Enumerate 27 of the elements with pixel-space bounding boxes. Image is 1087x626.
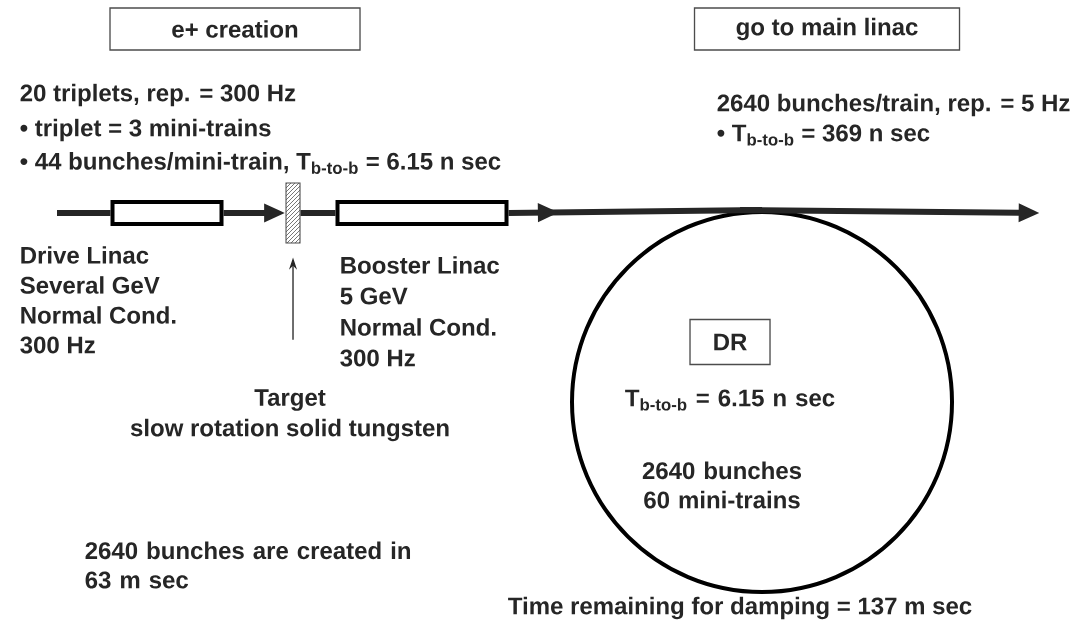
note-text: 2640 bunches are created in 63 m sec (85, 541, 410, 589)
title-box: e+ creation (109, 7, 361, 51)
beam-line (57, 210, 111, 216)
target-bar (285, 182, 301, 244)
title-box: go to main linac (693, 7, 961, 51)
node-caption: 300 Hz (20, 336, 95, 354)
note-text: • triplet = 3 mini-trains (20, 118, 271, 142)
beam-line (300, 210, 336, 216)
node-caption: Several GeV (20, 276, 160, 294)
node-caption: 300 Hz (340, 349, 415, 367)
node-caption: Normal Cond. (341, 318, 496, 336)
note-text: 20 triplets, rep. = 300 Hz (20, 83, 296, 107)
node-caption: Normal Cond. (21, 306, 176, 324)
title-box: DR (689, 318, 771, 366)
node-caption: Drive Linac (21, 246, 149, 264)
linac-box (335, 200, 509, 226)
ring-text: T$_{b-to-b}$ = 6.15 n sec (625, 389, 835, 411)
node-caption: Time remaining for damping = 137 m sec (508, 596, 972, 620)
node-caption: 5 GeV (340, 287, 408, 305)
ring-text: 2640 bunches 60 mini-trains (642, 461, 802, 509)
target-label: Target (254, 389, 326, 411)
note-text: • T$_{b-to-b}$ = 369 n sec (717, 124, 930, 146)
node-caption: Booster Linac (341, 256, 500, 274)
note-text: 2640 bunches/train, rep. = 5 Hz (717, 93, 1070, 117)
linac-box (110, 200, 224, 226)
target-label: slow rotation solid tungsten (130, 418, 449, 442)
note-text: • 44 bunches/mini-train, T$_{b-to-b}$ = 6.15 n sec (20, 152, 501, 174)
